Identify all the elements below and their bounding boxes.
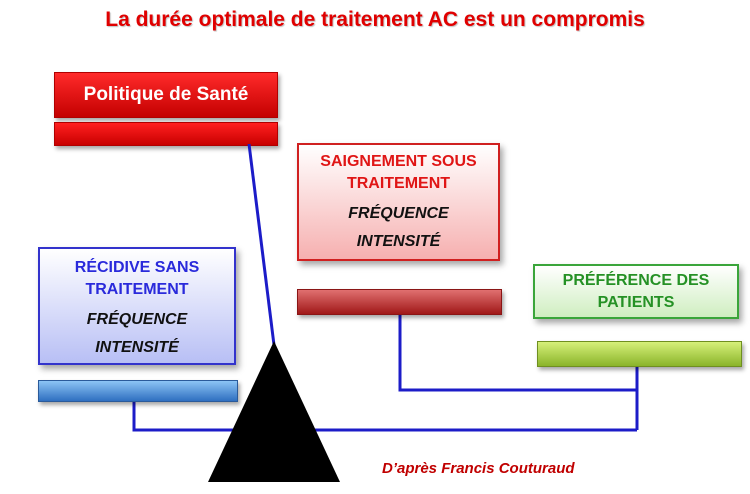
bleeding-connector (398, 313, 637, 392)
recurrence-intensity: INTENSITÉ (95, 339, 179, 356)
bleeding-header: SAIGNEMENT SOUS TRAITEMENT (320, 153, 477, 192)
bleeding-plate (297, 289, 502, 315)
patients-plate (537, 341, 742, 367)
fulcrum-triangle (208, 341, 340, 482)
recurrence-box: RÉCIDIVE SANS TRAITEMENT FRÉQUENCE INTEN… (38, 247, 236, 365)
recurrence-connector (132, 400, 637, 432)
recurrence-plate (38, 380, 238, 402)
policy-connector (247, 143, 276, 346)
recurrence-frequency: FRÉQUENCE (86, 311, 188, 328)
patients-box: PRÉFÉRENCE DES PATIENTS (533, 264, 739, 319)
patients-header: PRÉFÉRENCE DES PATIENTS (562, 272, 710, 311)
bleeding-intensity: INTENSITÉ (356, 233, 441, 250)
recurrence-header: RÉCIDIVE SANS TRAITEMENT (74, 259, 200, 298)
bleeding-box: SAIGNEMENT SOUS TRAITEMENT FRÉQUENCE INT… (297, 143, 500, 261)
bleeding-frequency: FRÉQUENCE (348, 205, 449, 222)
policy-label: Politique de Santé (83, 84, 249, 105)
policy-bar (54, 122, 278, 146)
source-credit: D’après Francis Couturaud (382, 460, 575, 477)
diagram-title: La durée optimale de traitement AC est u… (105, 8, 645, 31)
policy-box: Politique de Santé (54, 72, 278, 118)
